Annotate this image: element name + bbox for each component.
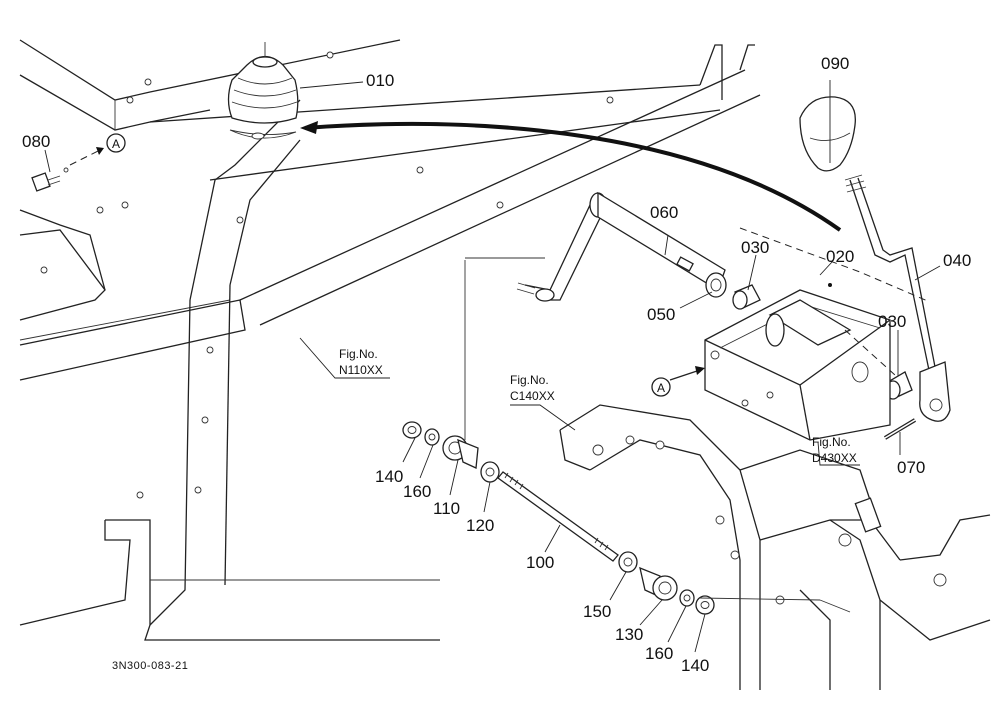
label-030-lower: 030: [878, 312, 906, 331]
part-labels: 010 020 030 030 040 050 060 070 080 090 …: [22, 54, 971, 675]
callout-a-right: A: [651, 377, 671, 397]
label-130: 130: [615, 625, 643, 644]
svg-text:Fig.No.: Fig.No.: [339, 347, 378, 361]
svg-text:Fig.No.: Fig.No.: [812, 435, 851, 449]
nut-part-120: [480, 461, 500, 483]
fig-ref-d430xx[interactable]: Fig.No. D430XX: [812, 435, 857, 465]
guide-lines: [739, 227, 931, 376]
svg-text:A: A: [657, 381, 665, 395]
label-140-upper: 140: [375, 467, 403, 486]
drawing-number: 3N300-083-21: [112, 660, 188, 672]
svg-text:N110XX: N110XX: [339, 363, 383, 377]
label-040: 040: [943, 251, 971, 270]
label-030-upper: 030: [741, 238, 769, 257]
svg-text:A: A: [112, 137, 120, 151]
label-020: 020: [826, 247, 854, 266]
bolt-part-080: [31, 147, 104, 192]
callout-a-left: A: [106, 133, 126, 153]
label-160-upper: 160: [403, 482, 431, 501]
pin-part-070: [883, 418, 917, 440]
leader-lines: [44, 80, 941, 653]
washer-part-050: [705, 272, 727, 298]
frame-structure: [19, 39, 761, 641]
knob-part-090: [799, 96, 856, 172]
svg-text:C140XX: C140XX: [510, 389, 555, 403]
bracket-arrow: [669, 366, 705, 381]
label-150: 150: [583, 602, 611, 621]
label-120: 120: [466, 516, 494, 535]
rod-end-part-130: [639, 566, 678, 601]
transmission-housing: [559, 404, 991, 690]
label-160-lower: 160: [645, 644, 673, 663]
nut-part-140-upper: [402, 421, 422, 439]
bracket-part-020: [704, 283, 891, 441]
shaft-part-060: [516, 191, 726, 302]
lever-part-040: [844, 174, 951, 422]
fig-ref-c140xx[interactable]: Fig.No. C140XX: [510, 373, 555, 403]
bushing-part-030-upper: [732, 284, 761, 310]
washer-part-160-lower: [679, 589, 695, 607]
label-010: 010: [366, 71, 394, 90]
label-070: 070: [897, 458, 925, 477]
label-080: 080: [22, 132, 50, 151]
fig-ref-n110xx[interactable]: Fig.No. N110XX: [339, 347, 383, 377]
label-050: 050: [647, 305, 675, 324]
boot-part-010: [227, 42, 299, 140]
washer-part-160-upper: [424, 428, 440, 446]
assembly-arrow: [300, 121, 842, 232]
label-100: 100: [526, 553, 554, 572]
label-140-lower: 140: [681, 656, 709, 675]
label-060: 060: [650, 203, 678, 222]
svg-text:Fig.No.: Fig.No.: [510, 373, 549, 387]
rod-part-100: [497, 471, 619, 562]
nut-part-140-lower: [695, 595, 715, 615]
rod-end-part-110: [442, 257, 545, 469]
svg-text:D430XX: D430XX: [812, 451, 857, 465]
label-090: 090: [821, 54, 849, 73]
label-110: 110: [433, 499, 460, 518]
nut-part-150: [618, 551, 638, 573]
